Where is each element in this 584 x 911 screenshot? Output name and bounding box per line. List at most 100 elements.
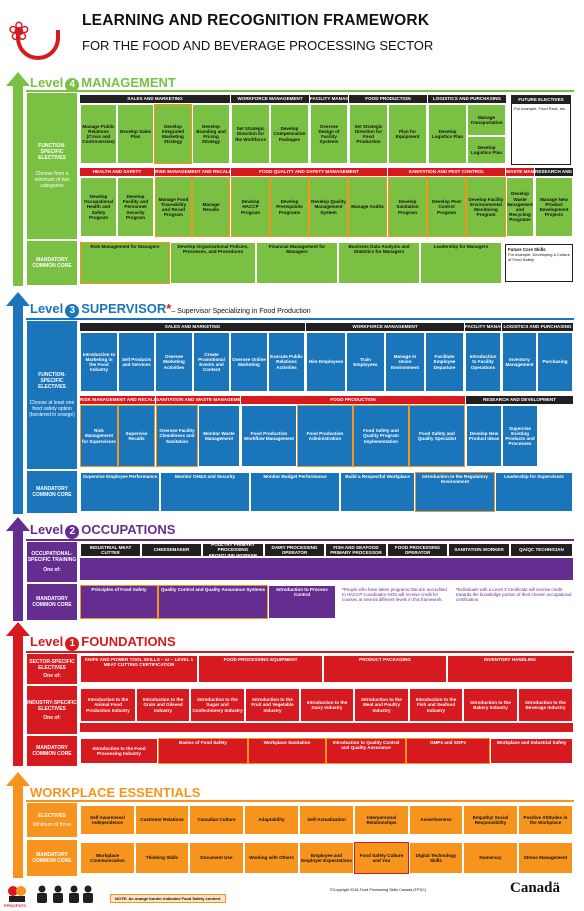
l3-elective: Food Safety and Quality Program Implemen…	[353, 405, 409, 467]
l3-core: Build a Respectful Workplace	[340, 472, 415, 512]
footer-org: FPSC/FSTC	[4, 903, 27, 908]
essential-elective: Assertiveness	[409, 805, 463, 835]
essential-core: Numeracy	[463, 842, 518, 874]
l3-cat-food: FOOD PRODUCTION	[241, 396, 465, 404]
l2-occupation: INDUSTRIAL MEAT CUTTER	[80, 543, 141, 557]
arrow-level4	[6, 72, 30, 86]
l3-elective: Supervise Existing Products and Processe…	[502, 405, 538, 467]
l3-core: Monitor Budget Performance	[250, 472, 340, 512]
l4-cat-sanitation: SANITATION AND PEST CONTROL	[388, 168, 505, 176]
l4-elective: Develop Waste Management and Recycling P…	[506, 177, 534, 237]
l1-industry: Introduction to the Fish and Seafood Ind…	[409, 688, 463, 722]
essential-elective: Interpersonal Relationships	[354, 805, 409, 835]
l4-elective: Develop Logistics Plan	[428, 104, 467, 164]
l4-elective: Develop Facility and Personnel Security …	[117, 177, 154, 237]
l1-core: Introduction to Quality Control and Qual…	[326, 738, 406, 764]
l4-elective: Manage Food Traceability and Recall Prog…	[155, 177, 192, 237]
l1-industry-note-strip	[80, 723, 573, 732]
level4-core-label: MANDATORY COMMON CORE	[27, 241, 77, 285]
l4-elective: Manage Public Relations (Crisis and Cont…	[80, 104, 117, 164]
l3-elective: Facilitate Employee Departure	[425, 332, 464, 392]
arrow-shaft-level1	[13, 636, 23, 766]
essentials-core-label: MANDATORY COMMON CORE	[27, 840, 77, 876]
l2-occupation: FISH AND SEAFOOD PRIMARY PROCESSOR	[325, 543, 387, 557]
l4-cat-research: RESEARCH AND DEVELOPMENT	[535, 168, 573, 176]
l4-core: Financial Management for Managers	[256, 242, 338, 284]
l1-industry: Introduction to the Sugar and Confection…	[190, 688, 245, 722]
l4-core: Leadership for Managers	[420, 242, 502, 284]
l2-occupation: SANITATION WORKER	[448, 543, 510, 557]
l3-elective: Hire Employees	[306, 332, 346, 392]
l4-cat-risk: RISK MANAGEMENT AND RECALLS	[155, 168, 230, 176]
level2-electives-label: OCCUPATIONAL-SPECIFIC TRAINING One of:	[27, 542, 77, 582]
l3-elective: Monitor Waste Management	[198, 405, 240, 467]
essential-elective: Self-Actualization	[299, 805, 354, 835]
l4-elective: Plan for Equipment	[388, 104, 427, 164]
arrow-shaft-level3	[13, 306, 23, 514]
l4-cat-food: FOOD PRODUCTION	[349, 95, 427, 103]
page-subtitle: FOR THE FOOD AND BEVERAGE PROCESSING SEC…	[82, 38, 434, 53]
l4-elective: Develop Pest Control Program	[427, 177, 466, 237]
l1-industry: Introduction to the Fruit and Vegetable …	[245, 688, 300, 722]
l2-occupation: CHEESEMAKER	[141, 543, 202, 557]
l2-note-haccp: *People who have taken programs that are…	[342, 587, 447, 602]
l1-sector: INVENTORY HANDLING	[447, 655, 573, 683]
l4-elective: Develop Occupational Health and Safety P…	[80, 177, 117, 237]
l3-elective: Purchasing	[537, 332, 573, 392]
level1-industry-label: INDUSTRY-SPECIFIC ELECTIVES One of:	[27, 686, 77, 734]
l4-elective: Develop Prerequisite Programs	[270, 177, 309, 237]
arrow-shaft-level2	[13, 531, 23, 621]
canada-wordmark: Canadä	[510, 880, 561, 896]
level4-electives-label: FUNCTION-SPECIFIC ELECTIVES Choose from …	[27, 93, 77, 239]
l3-elective: Food Production Workflow Management	[241, 405, 297, 467]
l4-elective: Set Strategic Direction for Food Product…	[349, 104, 388, 164]
l4-cat-waste: WASTE MANAGEMENT	[506, 168, 534, 176]
essential-elective: Self Awareness/ Independence	[80, 805, 135, 835]
fpsc-logo-icon	[6, 884, 28, 904]
l3-elective: Introduction to Marketing in the Food In…	[80, 332, 118, 392]
l3-elective: Create Promotional Events and Content	[193, 332, 230, 392]
l1-industry: Introduction to the Beverage Industry	[518, 688, 573, 722]
l3-elective: Develop New Product Ideas	[466, 405, 502, 467]
l4-elective: Develop Branding and Pricing Strategy	[192, 104, 230, 164]
level2-rule	[26, 539, 574, 541]
essential-elective: Positive Attitudes in the Workplace	[518, 805, 573, 835]
l1-industry: Introduction to the Bakery Industry	[463, 688, 518, 722]
l4-elective: Develop Facility Environmental Monitorin…	[466, 177, 506, 237]
level3-electives-label: FUNCTION-SPECIFIC ELECTIVES Choose at le…	[27, 321, 77, 469]
level3-rule	[26, 318, 574, 320]
l2-core: Principles of Food Safety	[80, 585, 158, 619]
l2-occupation-strip	[80, 558, 573, 580]
l3-core: Monitor OH&S and Security	[160, 472, 250, 512]
page-title: LEARNING AND RECOGNITION FRAMEWORK	[82, 12, 430, 29]
l4-elective: Develop Quality Management System	[309, 177, 348, 237]
l4-core: Business Data Analysis and Statistics fo…	[338, 242, 420, 284]
l2-occupation: FOOD PROCESSING OPERATOR	[387, 543, 448, 557]
l3-cat-logistics: LOGISTICS AND PURCHASING	[502, 323, 573, 331]
l3-cat-research: RESEARCH AND DEVELOPMENT	[466, 396, 573, 404]
essential-core: Working with Others	[244, 842, 299, 874]
l3-cat-workforce: WORKFORCE MANAGEMENT	[306, 323, 464, 331]
l4-core: Risk Management for Managers	[80, 242, 170, 284]
level1-core-label: MANDATORY COMMON CORE	[27, 736, 77, 766]
l4-future-electives: FUTURE ELECTIVES For example: Food Pack,…	[511, 95, 571, 165]
l1-core: Basics of Food Safety	[158, 738, 248, 764]
l3-cat-risk: RISK MANAGEMENT AND RECALLS	[80, 396, 155, 404]
level2-core-label: MANDATORY COMMON CORE	[27, 584, 77, 620]
people-icon	[34, 884, 94, 904]
essential-core: Stress Management	[518, 842, 573, 874]
l4-core: Develop Organizational Policies, Process…	[170, 242, 256, 284]
l3-elective: Food Safety and Quality Specialist	[409, 405, 465, 467]
l3-elective: Inventory Management	[502, 332, 537, 392]
l1-industry: Introduction to the Grain and Oilseed In…	[136, 688, 190, 722]
arrow-essentials	[6, 772, 30, 786]
l3-elective: Introduction to Facility Operations	[465, 332, 501, 392]
l4-elective: Manage Transportation	[467, 104, 506, 136]
l1-industry: Introduction to the Meat and Poultry Ind…	[354, 688, 409, 722]
footer-copyright: ©Copyright 2018 Food Processing Skills C…	[330, 888, 427, 892]
l1-sector: KNIFE AND POWER TOOL SKILLS – or – LEVEL…	[80, 655, 198, 683]
l4-elective: Develop Integrated Marketing Strategy	[154, 104, 192, 164]
